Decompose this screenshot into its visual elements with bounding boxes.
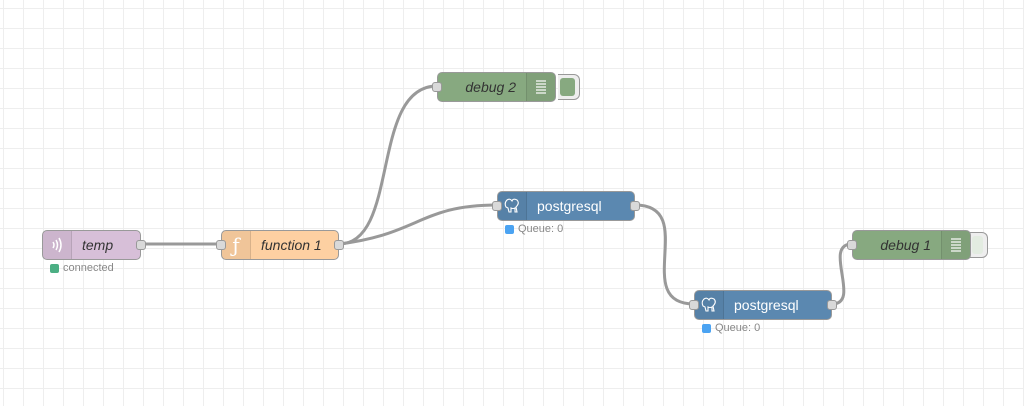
input-port[interactable] [847,240,857,250]
status-text: Queue: 0 [518,223,564,235]
status-text: Queue: 0 [715,322,761,334]
node-debug2[interactable]: debug 2 [432,72,556,102]
output-port[interactable] [136,240,146,250]
inject-wave-icon [43,231,72,259]
status-dot-icon [702,323,711,333]
node-postgres1[interactable]: postgresql [492,191,640,221]
input-port[interactable] [432,82,442,92]
input-port[interactable] [689,300,699,310]
input-port[interactable] [492,201,502,211]
status-dot-icon [50,263,59,273]
toggle-knob [560,78,575,96]
wire-postgres1-to-postgres2[interactable] [634,203,695,306]
status-text: connected [63,262,114,274]
output-port[interactable] [827,300,837,310]
postgres-elephant-icon [498,192,527,220]
status-dot-icon [505,224,514,234]
node-label: postgresql [734,297,799,313]
output-port[interactable] [630,201,640,211]
node-label: function 1 [261,237,322,253]
node-postgres2[interactable]: postgresql [689,290,837,320]
node-status-postgres1: Queue: 0 [505,223,563,235]
toggle-knob [972,236,983,254]
output-port[interactable] [334,240,344,250]
node-label: postgresql [537,198,602,214]
postgres-elephant-icon [695,291,724,319]
input-port[interactable] [216,240,226,250]
node-function1[interactable]: ƒ function 1 [216,230,344,260]
node-label: temp [82,237,114,253]
debug-list-icon [941,231,970,259]
debug-list-icon [526,73,555,101]
debug2-enable-toggle[interactable] [558,74,580,100]
node-label: debug 1 [880,237,931,253]
wire-function1-to-postgres1[interactable] [338,203,498,246]
node-temp[interactable]: temp [42,230,146,260]
node-status-postgres2: Queue: 0 [702,322,760,334]
node-label: debug 2 [465,79,516,95]
wire-postgres2-to-debug1[interactable] [831,242,853,306]
node-status-temp: connected [50,262,114,274]
wire-function1-to-debug2[interactable] [338,84,438,246]
function-icon: ƒ [222,231,251,259]
debug1-enable-toggle[interactable] [970,232,988,258]
node-debug1[interactable]: debug 1 [847,230,971,260]
